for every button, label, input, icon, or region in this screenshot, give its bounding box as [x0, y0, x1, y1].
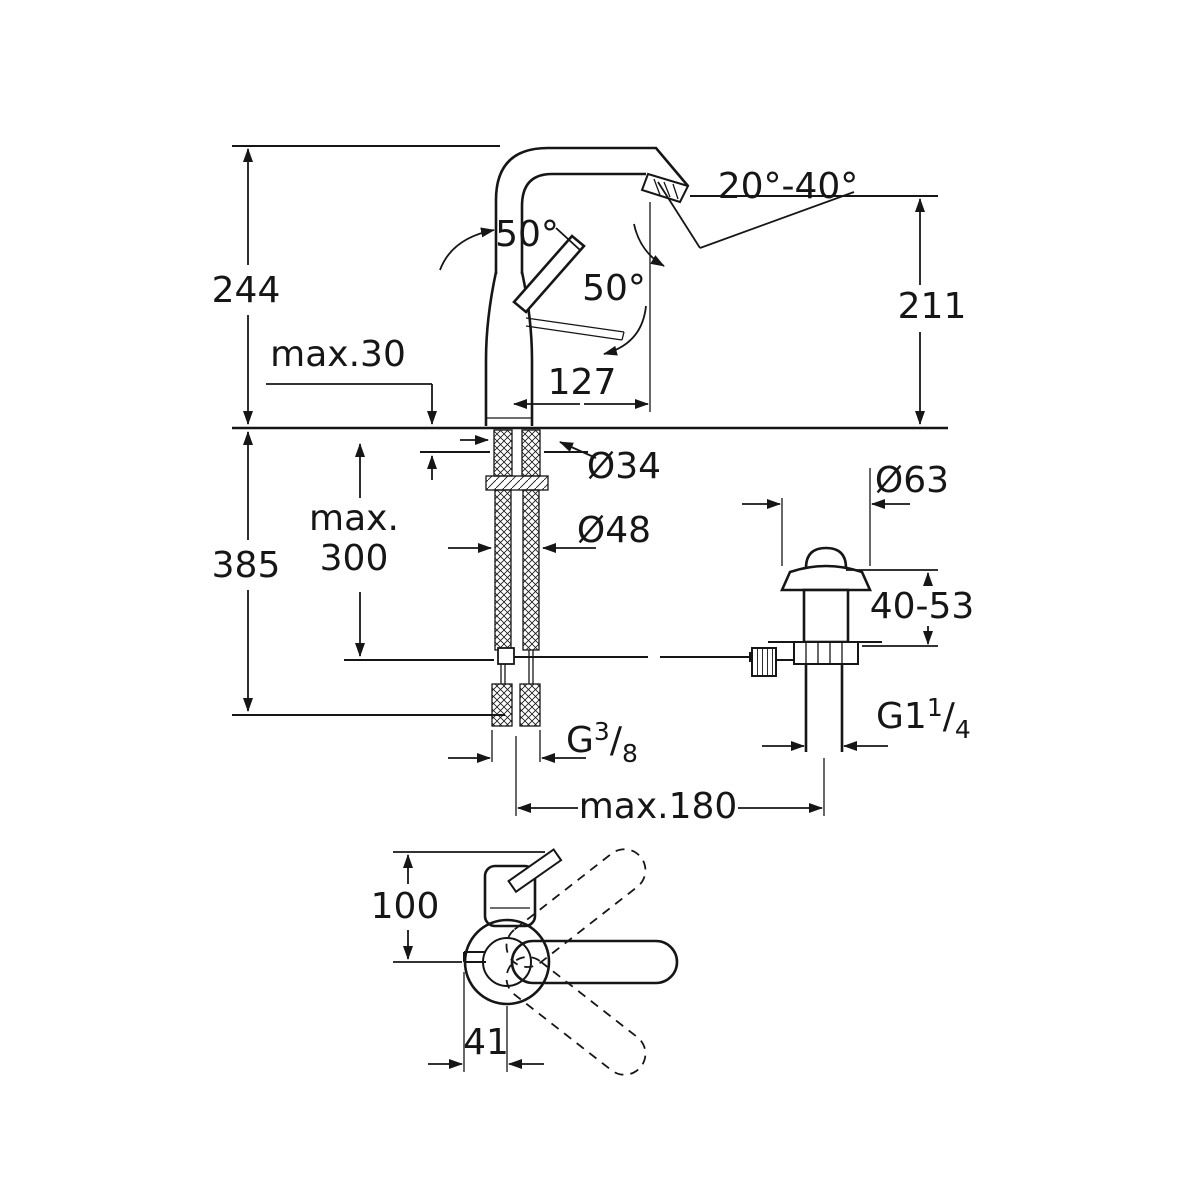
hose-right: [522, 489, 540, 651]
rod-clamp: [497, 647, 515, 665]
swivel-angle-lines: [657, 181, 855, 249]
rod-knurl-knob: [751, 647, 777, 677]
connector-right: [519, 683, 541, 727]
shank-right: [521, 429, 541, 477]
faucet-front-view: [439, 146, 855, 426]
top-view-handle: [510, 939, 679, 985]
drain-nut-ticks: [805, 642, 843, 664]
angle-50b-label: 50°: [582, 268, 646, 309]
top-view-handle-down: [505, 956, 647, 1076]
hose-left: [494, 489, 512, 651]
hose-tails: [500, 650, 534, 684]
top-view-lever: [507, 848, 563, 894]
dim-max300-label-1: max.: [309, 498, 399, 539]
handle-lever-alt: [525, 317, 625, 341]
faucet-top-view: [463, 848, 679, 1076]
drain-assembly: [751, 546, 882, 752]
swivel-label: 20°-40°: [718, 166, 859, 207]
angle-tick-50a: [555, 227, 581, 251]
dimensions-front: 244 max.30 385 max. 300 50° 50° 20°-40° …: [212, 145, 975, 827]
dim-244-label: 244: [212, 270, 281, 311]
mounting-washer: [485, 475, 549, 491]
pop-up-rod: [514, 652, 751, 662]
dim-100-label: 100: [371, 886, 440, 927]
aerator-ticks: [653, 178, 679, 200]
body-left-line: [484, 271, 498, 426]
top-view-handle-up: [505, 848, 647, 968]
dim-max30-label: max.30: [270, 334, 406, 375]
dim-211-label: 211: [898, 286, 967, 327]
spout-outer-line: [494, 146, 689, 274]
dim-max180-label: max.180: [579, 786, 738, 827]
swivel-arc: [633, 223, 665, 267]
drain-tailpipe: [804, 664, 844, 752]
dim-4053-label: 40-53: [870, 586, 975, 627]
drain-body: [802, 588, 850, 644]
dim-max300-label-2: 300: [320, 538, 389, 579]
dim-127-label: 127: [548, 362, 617, 403]
angle-arc-50a: [439, 227, 495, 271]
shank-left: [493, 429, 513, 477]
handle-swing-up: [505, 848, 647, 968]
dim-41-label: 41: [463, 1022, 509, 1063]
handle-swing-down: [505, 956, 647, 1076]
spout-aerator: [640, 172, 690, 204]
dim-dia63-label: Ø63: [875, 460, 949, 501]
spout-inner-line: [520, 172, 646, 274]
connector-left: [491, 683, 513, 727]
dim-g114-label: G11/4: [876, 693, 971, 744]
dim-dia48-label: Ø48: [577, 510, 651, 551]
drain-nut: [793, 641, 859, 665]
handle-lever: [512, 234, 586, 314]
dim-g38-label: G3/8: [566, 717, 638, 768]
top-view-body: [483, 864, 537, 928]
top-view-spout-stub: [463, 951, 486, 963]
connector-ext-lines: [491, 730, 541, 762]
body-right-line: [520, 271, 534, 426]
ext-41-lines: [463, 972, 508, 1072]
dimensions-top-view: 100 41: [371, 851, 545, 1072]
drain-cap: [804, 546, 848, 570]
dim-dia34-label: Ø34: [587, 446, 661, 487]
max180-ext-lines: [515, 736, 825, 816]
angle-arc-50b: [603, 305, 647, 356]
angle-50a-label: 50°: [495, 214, 559, 255]
drain-flange: [779, 564, 873, 592]
dim-385-label: 385: [212, 545, 281, 586]
dia63-ext-lines: [781, 468, 871, 566]
dia34-leader: [559, 441, 597, 459]
